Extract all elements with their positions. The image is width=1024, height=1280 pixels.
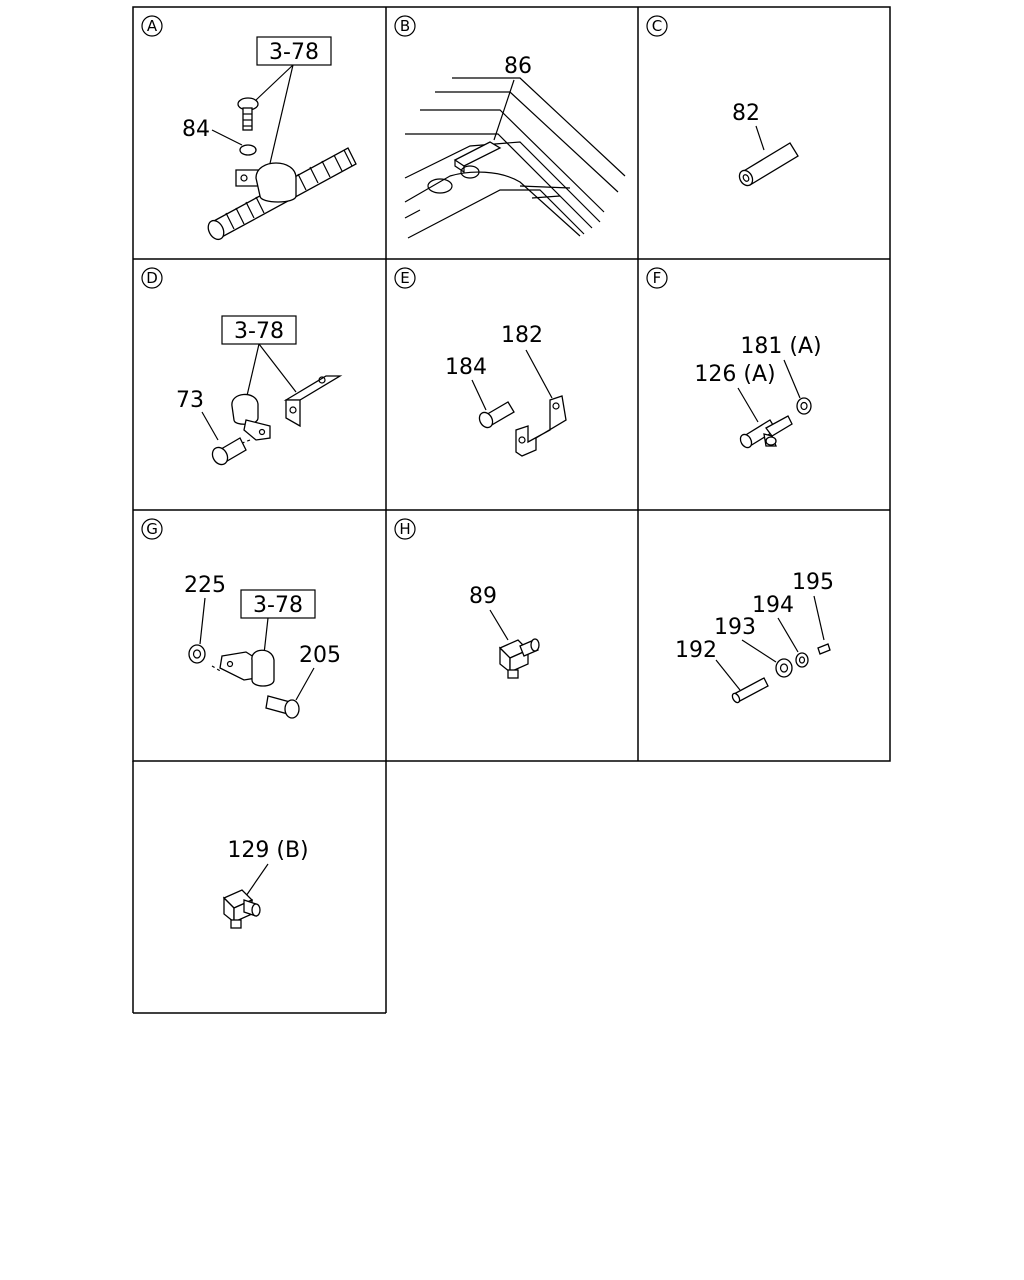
frame-outline <box>404 77 626 239</box>
part-label-225: 225 <box>184 573 226 598</box>
part-label-192: 192 <box>675 638 717 663</box>
plug-195-part <box>817 643 831 655</box>
nut-225-part <box>188 644 206 664</box>
ref-label-g: 3-78 <box>253 593 303 618</box>
ref-label-d: 3-78 <box>234 319 284 344</box>
nut-193-part <box>775 658 793 678</box>
clamp-d-part <box>231 393 271 441</box>
part-label-126a: 126 (A) <box>694 362 775 387</box>
clamp-g-part <box>219 649 275 687</box>
nut-181-part <box>796 397 812 415</box>
section-h: 89 <box>469 584 540 679</box>
part-label-84: 84 <box>182 117 210 142</box>
section-badge-a: A <box>141 15 163 37</box>
svg-text:B: B <box>400 17 410 35</box>
grid-lines <box>132 6 891 1014</box>
part-label-194: 194 <box>752 593 794 618</box>
bracket-86-part <box>453 141 502 174</box>
bolt-73-part <box>211 437 247 466</box>
section-d: 3-78 73 <box>176 315 343 466</box>
section-badge-f: F <box>646 267 668 289</box>
section-c: 82 <box>732 101 799 187</box>
elbow-129-part <box>222 889 261 929</box>
section-j: 129 (B) <box>222 838 309 929</box>
sleeve-194-part <box>795 652 809 668</box>
section-a: 3-78 84 <box>182 36 357 241</box>
ref-label-a: 3-78 <box>269 40 319 65</box>
part-label-89: 89 <box>469 584 497 609</box>
svg-text:C: C <box>652 17 662 35</box>
section-badge-b: B <box>394 15 416 37</box>
bolt-184-part <box>478 401 515 429</box>
part-label-181a: 181 (A) <box>740 334 821 359</box>
part-label-193: 193 <box>714 615 756 640</box>
bolt-205-part <box>265 695 300 719</box>
part-label-205: 205 <box>299 643 341 668</box>
part-label-129b: 129 (B) <box>227 838 308 863</box>
svg-text:E: E <box>400 269 409 287</box>
bracket-182-part <box>515 395 567 457</box>
section-g: 225 3-78 205 <box>184 573 341 719</box>
spacer-82-part <box>738 142 799 187</box>
part-label-82: 82 <box>732 101 760 126</box>
part-label-184: 184 <box>445 355 487 380</box>
section-badge-g: G <box>141 518 163 540</box>
section-badge-h: H <box>394 518 416 540</box>
elbow-89-part <box>498 638 540 679</box>
section-e: 182 184 <box>445 323 567 457</box>
svg-text:F: F <box>653 269 662 287</box>
part-label-86: 86 <box>504 54 532 79</box>
section-f: 181 (A) 126 (A) <box>694 334 822 449</box>
svg-text:D: D <box>146 269 158 287</box>
section-b: 86 <box>404 54 626 239</box>
section-badge-c: C <box>646 15 668 37</box>
bracket-d-part <box>283 375 343 428</box>
pipe-192-part <box>731 677 769 704</box>
clip-part <box>235 162 297 203</box>
tee-fitting-126-part <box>739 415 793 449</box>
bolt-part <box>237 97 259 131</box>
washer-part <box>239 144 257 156</box>
ref-box-a <box>256 36 332 66</box>
svg-text:H: H <box>399 520 410 538</box>
part-label-195: 195 <box>792 570 834 595</box>
svg-text:A: A <box>147 17 158 35</box>
svg-text:G: G <box>146 520 158 538</box>
section-badge-d: D <box>141 267 163 289</box>
section-i: 195 194 193 192 <box>675 570 834 704</box>
part-label-182: 182 <box>501 323 543 348</box>
ref-box-g <box>240 589 316 619</box>
section-badge-e: E <box>394 267 416 289</box>
part-label-73: 73 <box>176 388 204 413</box>
